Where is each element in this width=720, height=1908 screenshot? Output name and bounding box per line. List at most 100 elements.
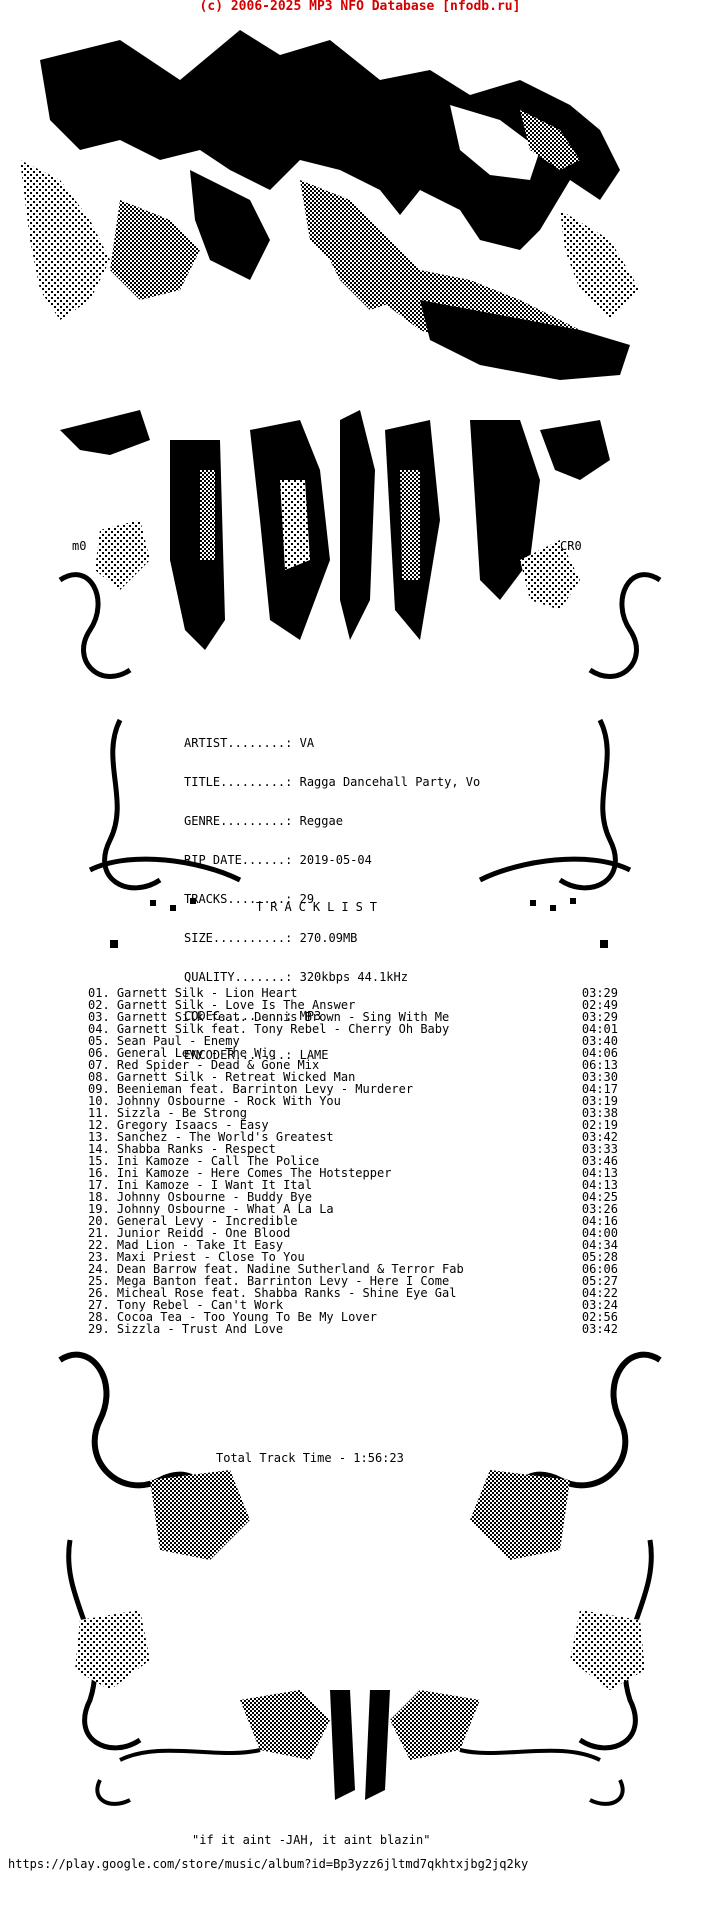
track-time: 04:25 (581, 1190, 618, 1204)
track-row: 29. Sizzla - Trust And Love 03:42 (88, 1323, 618, 1335)
track-row: 08. Garnett Silk - Retreat Wicked Man 03:… (88, 1071, 618, 1083)
track-title: 23. Maxi Priest - Close To You (88, 1250, 305, 1264)
track-row: 22. Mad Lion - Take It Easy 04:34 (88, 1239, 618, 1251)
track-time: 03:19 (581, 1094, 618, 1108)
track-time: 03:33 (581, 1142, 618, 1156)
track-time: 02:49 (581, 998, 618, 1012)
track-title: 15. Ini Kamoze - Call The Police (88, 1154, 320, 1168)
track-row: 03. Garnett Silk feat. Dennis Brown - Si… (88, 1011, 618, 1023)
track-time: 04:13 (581, 1166, 618, 1180)
track-time: 03:30 (581, 1070, 618, 1084)
logo-swirls (58, 572, 662, 891)
track-title: 14. Shabba Ranks - Respect (88, 1142, 276, 1156)
track-title: 03. Garnett Silk feat. Dennis Brown - Si… (88, 1010, 450, 1024)
track-time: 04:00 (581, 1226, 618, 1240)
track-row: 06. General Levy - The Wig 04:06 (88, 1047, 618, 1059)
track-row: 01. Garnett Silk - Lion Heart 03:29 (88, 987, 618, 999)
track-title: 19. Johnny Osbourne - What A La La (88, 1202, 334, 1216)
track-title: 27. Tony Rebel - Can't Work (88, 1298, 284, 1312)
track-row: 09. Beenieman feat. Barrinton Levy - Mur… (88, 1083, 618, 1095)
track-row: 28. Cocoa Tea - Too Young To Be My Lover… (88, 1311, 618, 1323)
lion-art (20, 30, 640, 380)
track-row: 17. Ini Kamoze - I Want It Ital 04:13 (88, 1179, 618, 1191)
track-row: 24. Dean Barrow feat. Nadine Sutherland … (88, 1263, 618, 1275)
track-title: 18. Johnny Osbourne - Buddy Bye (88, 1190, 312, 1204)
track-time: 03:24 (581, 1298, 618, 1312)
info-row: ENCODER.......: LAME (184, 1048, 329, 1062)
track-time: 03:29 (581, 1010, 618, 1024)
track-row: 04. Garnett Silk feat. Tony Rebel - Cher… (88, 1023, 618, 1035)
track-time: 03:42 (581, 1130, 618, 1144)
track-title: 24. Dean Barrow feat. Nadine Sutherland … (88, 1262, 464, 1276)
track-time: 04:06 (581, 1046, 618, 1060)
track-time: 03:42 (581, 1322, 618, 1336)
track-row: 12. Gregory Isaacs - Easy 02:19 (88, 1119, 618, 1131)
track-time: 03:40 (581, 1034, 618, 1048)
total-track-time: Total Track Time - 1:56:23 (216, 1451, 404, 1465)
track-row: 16. Ini Kamoze - Here Comes The Hotstepp… (88, 1167, 618, 1179)
track-title: 07. Red Spider - Dead & Gone Mix (88, 1058, 320, 1072)
track-time: 02:19 (581, 1118, 618, 1132)
track-title: 01. Garnett Silk - Lion Heart (88, 986, 298, 1000)
track-time: 04:34 (581, 1238, 618, 1252)
track-time: 04:22 (581, 1286, 618, 1300)
track-title: 06. General Levy - The Wig (88, 1046, 276, 1060)
track-title: 29. Sizzla - Trust And Love (88, 1322, 284, 1336)
track-row: 26. Micheal Rose feat. Shabba Ranks - Sh… (88, 1287, 618, 1299)
track-row: 05. Sean Paul - Enemy 03:40 (88, 1035, 618, 1047)
track-time: 04:17 (581, 1082, 618, 1096)
track-row: 15. Ini Kamoze - Call The Police 03:46 (88, 1155, 618, 1167)
release-info: ARTIST........: VA TITLE.........: Ragga… (184, 711, 480, 1075)
track-time: 04:16 (581, 1214, 618, 1228)
info-row: CODEC.........: MP3 (184, 1009, 322, 1023)
track-time: 03:46 (581, 1154, 618, 1168)
track-title: 17. Ini Kamoze - I Want It Ital (88, 1178, 312, 1192)
track-title: 05. Sean Paul - Enemy (88, 1034, 240, 1048)
track-row: 18. Johnny Osbourne - Buddy Bye 04:25 (88, 1191, 618, 1203)
info-row: GENRE.........: Reggae (184, 814, 343, 828)
track-time: 06:06 (581, 1262, 618, 1276)
tracklist-heading: TRACKLIST (256, 900, 385, 914)
track-title: 04. Garnett Silk feat. Tony Rebel - Cher… (88, 1022, 450, 1036)
track-time: 04:01 (581, 1022, 618, 1036)
track-row: 07. Red Spider - Dead & Gone Mix 06:13 (88, 1059, 618, 1071)
track-title: 22. Mad Lion - Take It Easy (88, 1238, 284, 1252)
art-tag-left: m0 (72, 539, 87, 553)
track-title: 16. Ini Kamoze - Here Comes The Hotstepp… (88, 1166, 392, 1180)
album-url: https://play.google.com/store/music/albu… (8, 1857, 529, 1871)
track-row: 27. Tony Rebel - Can't Work 03:24 (88, 1299, 618, 1311)
track-title: 13. Sanchez - The World's Greatest (88, 1130, 334, 1144)
track-time: 03:38 (581, 1106, 618, 1120)
bottom-ornament (58, 1351, 662, 1806)
track-time: 06:13 (581, 1058, 618, 1072)
track-row: 14. Shabba Ranks - Respect 03:33 (88, 1143, 618, 1155)
track-row: 02. Garnett Silk - Love Is The Answer 02:… (88, 999, 618, 1011)
track-title: 02. Garnett Silk - Love Is The Answer (88, 998, 356, 1012)
track-title: 10. Johnny Osbourne - Rock With You (88, 1094, 341, 1108)
art-tag-right: CR0 (560, 539, 582, 553)
track-title: 12. Gregory Isaacs - Easy (88, 1118, 269, 1132)
track-row: 25. Mega Banton feat. Barrinton Levy - H… (88, 1275, 618, 1287)
track-title: 09. Beenieman feat. Barrinton Levy - Mur… (88, 1082, 414, 1096)
info-row: RIP DATE......: 2019-05-04 (184, 853, 372, 867)
track-time: 03:29 (581, 986, 618, 1000)
decor-dots (110, 898, 608, 948)
site-header: (c) 2006-2025 MP3 NFO Database [nfodb.ru… (199, 0, 521, 14)
track-title: 11. Sizzla - Be Strong (88, 1106, 247, 1120)
info-row: ARTIST........: VA (184, 736, 315, 750)
track-title: 26. Micheal Rose feat. Shabba Ranks - Sh… (88, 1286, 457, 1300)
info-row: QUALITY.......: 320kbps 44.1kHz (184, 970, 408, 984)
track-row: 10. Johnny Osbourne - Rock With You 03:19 (88, 1095, 618, 1107)
track-row: 11. Sizzla - Be Strong 03:38 (88, 1107, 618, 1119)
track-title: 25. Mega Banton feat. Barrinton Levy - H… (88, 1274, 450, 1288)
track-time: 05:27 (581, 1274, 618, 1288)
track-title: 08. Garnett Silk - Retreat Wicked Man (88, 1070, 356, 1084)
info-row: SIZE..........: 270.09MB (184, 931, 358, 945)
track-time: 04:13 (581, 1178, 618, 1192)
track-time: 05:28 (581, 1250, 618, 1264)
